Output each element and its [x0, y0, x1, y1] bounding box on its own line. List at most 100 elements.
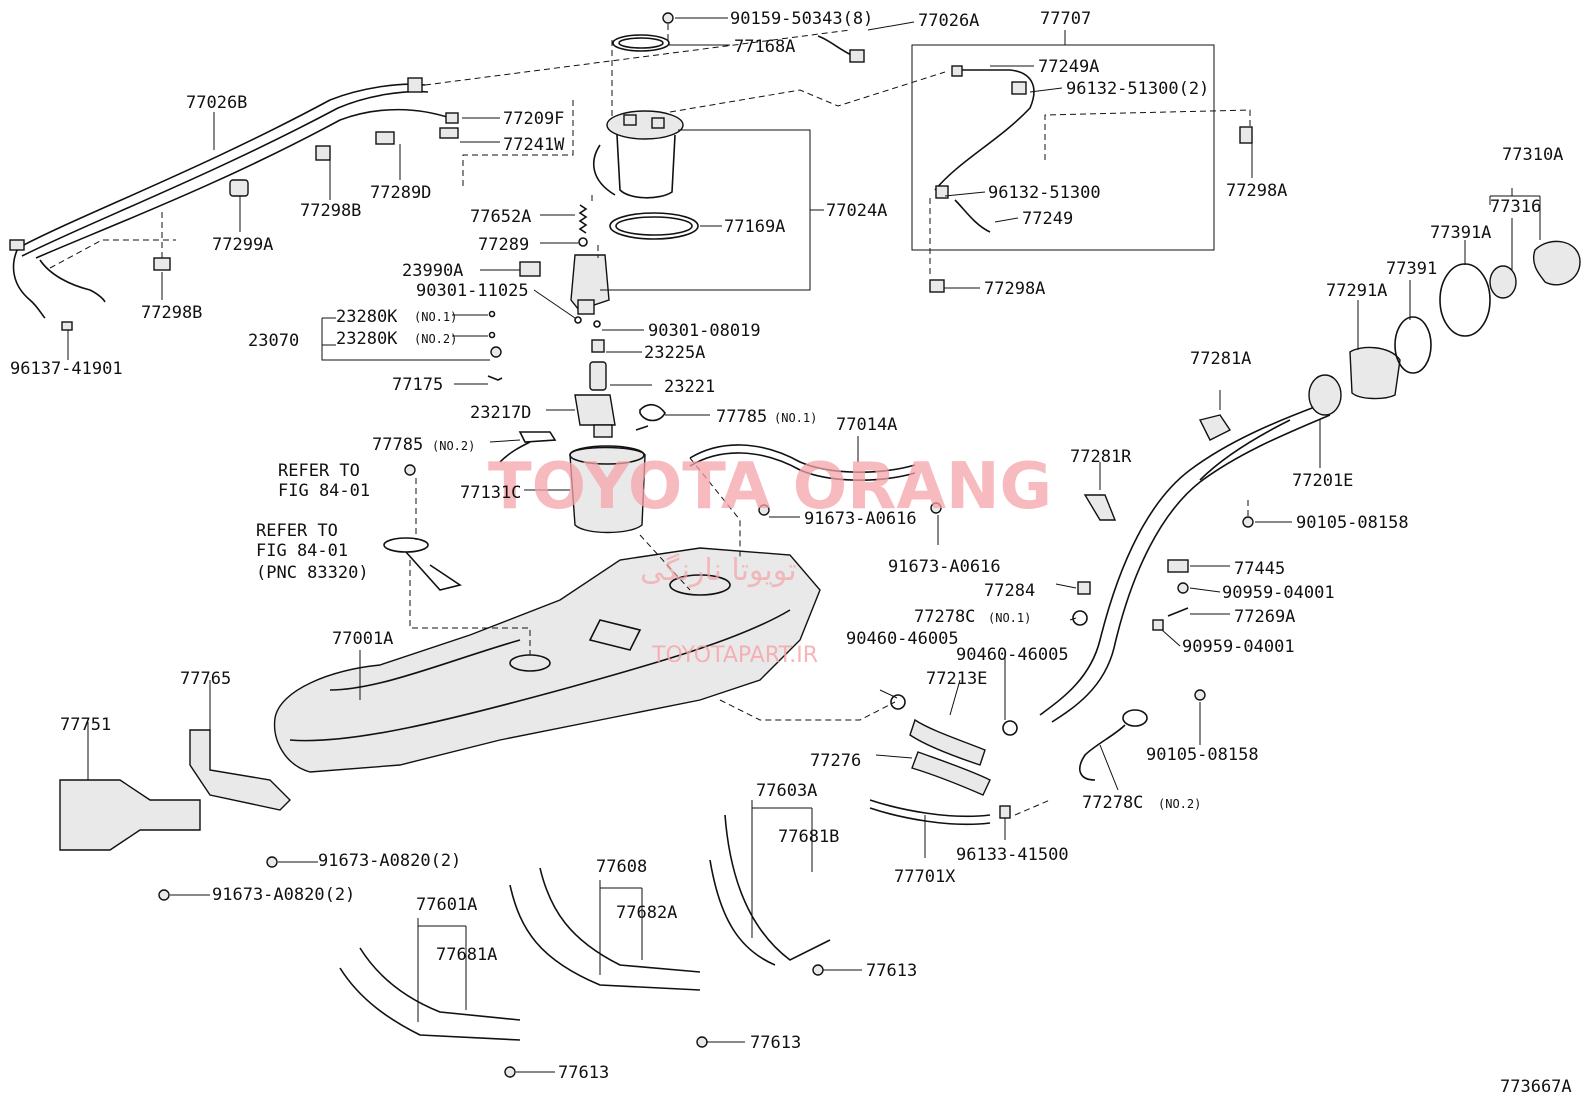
label-77310a[interactable]: 77310A [1502, 145, 1563, 165]
label-77613-right[interactable]: 77613 [866, 961, 917, 981]
label-77241w[interactable]: 77241W [503, 135, 565, 155]
label-77213e[interactable]: 77213E [926, 669, 987, 689]
label-77298b-upper[interactable]: 77298B [300, 201, 361, 221]
label-77707[interactable]: 77707 [1040, 9, 1091, 29]
label-77026a[interactable]: 77026A [918, 11, 979, 31]
gasket-77391a[interactable] [1439, 263, 1491, 337]
label-77281a[interactable]: 77281A [1190, 349, 1251, 369]
label-77249a[interactable]: 77249A [1038, 57, 1099, 77]
label-23225a[interactable]: 23225A [644, 343, 705, 363]
label-90105-08158-upper[interactable]: 90105-08158 [1296, 513, 1409, 533]
clamp-77278c-no1[interactable] [1072, 610, 1088, 626]
label-77682a[interactable]: 77682A [616, 903, 677, 923]
filter-23217d[interactable] [574, 394, 616, 426]
bolt-90159-50343[interactable] [662, 12, 674, 24]
label-77276[interactable]: 77276 [810, 751, 861, 771]
label-96133-41500[interactable]: 96133-41500 [956, 845, 1069, 865]
label-90105-08158-lower[interactable]: 90105-08158 [1146, 745, 1259, 765]
label-77298b-lower[interactable]: 77298B [141, 303, 202, 323]
label-23990a[interactable]: 23990A [402, 261, 463, 281]
bracket-77751[interactable] [59, 779, 201, 851]
label-77445[interactable]: 77445 [1234, 559, 1285, 579]
hose-77213e[interactable] [909, 718, 986, 766]
wire-77785-no2[interactable] [499, 431, 557, 463]
hose-77278c-no2[interactable] [1079, 724, 1126, 781]
label-91673-a0820-upper[interactable]: 91673-A0820(2) [318, 851, 461, 871]
clip-77298a-lower[interactable] [929, 279, 945, 293]
label-77603a[interactable]: 77603A [756, 781, 817, 801]
label-77652a[interactable]: 77652A [470, 207, 531, 227]
label-77298a-lower[interactable]: 77298A [984, 279, 1045, 299]
gasket-77391[interactable] [1394, 316, 1432, 374]
gasket-77169a[interactable] [609, 212, 699, 240]
label-91673-a0616-right[interactable]: 91673-A0616 [888, 557, 1001, 577]
label-77209f[interactable]: 77209F [503, 109, 564, 129]
label-90959-04001-upper[interactable]: 90959-04001 [1222, 583, 1335, 603]
canister-77131c[interactable] [569, 445, 646, 534]
hose-77445[interactable] [1167, 559, 1189, 573]
label-77299a[interactable]: 77299A [212, 235, 273, 255]
label-23280k-no2[interactable]: 23280K [336, 329, 398, 349]
clamp-77289d[interactable] [375, 131, 395, 145]
hose-77249[interactable] [954, 199, 991, 233]
label-77765[interactable]: 77765 [180, 669, 231, 689]
strap-77601a[interactable] [339, 967, 521, 1041]
clip-77298b-upper[interactable] [315, 145, 331, 161]
bracket-77765[interactable] [189, 729, 291, 811]
hose-77701x[interactable] [869, 799, 991, 818]
label-90301-11025[interactable]: 90301-11025 [416, 281, 529, 301]
fuel-pump-assembly-77024a[interactable] [593, 110, 684, 199]
gauge-83320[interactable] [383, 537, 429, 553]
label-77391[interactable]: 77391 [1386, 259, 1437, 279]
label-77026b[interactable]: 77026B [186, 93, 247, 113]
label-91673-a0820-lower[interactable]: 91673-A0820(2) [212, 885, 355, 905]
label-77608[interactable]: 77608 [596, 857, 647, 877]
label-77601a[interactable]: 77601A [416, 895, 477, 915]
wire-77785-no1[interactable] [635, 403, 666, 431]
label-96137-41901[interactable]: 96137-41901 [10, 359, 123, 379]
spring-77652a[interactable] [578, 204, 588, 234]
bolt-refer-84-01[interactable] [404, 464, 416, 476]
fuel-cap-77310a[interactable] [1533, 240, 1581, 286]
label-77169a[interactable]: 77169A [724, 217, 785, 237]
label-77289[interactable]: 77289 [478, 235, 529, 255]
clamp-77284[interactable] [1077, 581, 1091, 595]
pump-23221[interactable] [589, 361, 607, 391]
label-fig-84-01-2[interactable]: FIG 84-01 [256, 541, 348, 561]
clip-77298a-right[interactable] [1239, 126, 1253, 144]
label-77785-no1[interactable]: 77785 [716, 407, 767, 427]
tube-77014a[interactable] [689, 444, 916, 473]
label-77681a[interactable]: 77681A [436, 945, 497, 965]
label-77613-left[interactable]: 77613 [558, 1063, 609, 1083]
clamp-96137-41901[interactable] [61, 321, 73, 331]
label-77316[interactable]: 77316 [1490, 197, 1541, 217]
label-90959-04001-lower[interactable]: 90959-04001 [1182, 637, 1295, 657]
clip-77281r[interactable] [1083, 494, 1117, 521]
strap-77608[interactable] [509, 884, 701, 991]
strap-77603a[interactable] [724, 814, 831, 961]
clip-77298b[interactable] [153, 257, 171, 271]
label-77201e[interactable]: 77201E [1292, 471, 1353, 491]
label-77391a[interactable]: 77391A [1430, 223, 1491, 243]
label-90301-08019[interactable]: 90301-08019 [648, 321, 761, 341]
label-90159-50343[interactable]: 90159-50343(8) [730, 9, 873, 29]
clip-77299a[interactable] [229, 179, 249, 197]
label-77281r[interactable]: 77281R [1070, 447, 1132, 467]
label-91673-a0616-left[interactable]: 91673-A0616 [804, 509, 917, 529]
label-77269a[interactable]: 77269A [1234, 607, 1295, 627]
label-77681b[interactable]: 77681B [778, 827, 839, 847]
hose-77276[interactable] [911, 751, 991, 796]
clamp-77241w[interactable] [439, 127, 459, 139]
label-77751[interactable]: 77751 [60, 715, 111, 735]
housing-77291a[interactable] [1349, 346, 1401, 400]
gasket-77316[interactable] [1489, 265, 1517, 299]
label-77291a[interactable]: 77291A [1326, 281, 1387, 301]
gasket-77168a[interactable] [612, 34, 670, 52]
label-96132-51300-2[interactable]: 96132-51300(2) [1066, 79, 1209, 99]
label-23221[interactable]: 23221 [664, 377, 715, 397]
ring-23225a[interactable] [591, 339, 605, 353]
pump-sender-23990a[interactable] [519, 254, 610, 315]
label-77168a[interactable]: 77168A [734, 37, 795, 57]
clip-77281a[interactable] [1198, 414, 1232, 441]
hose-77707[interactable] [934, 69, 1035, 191]
